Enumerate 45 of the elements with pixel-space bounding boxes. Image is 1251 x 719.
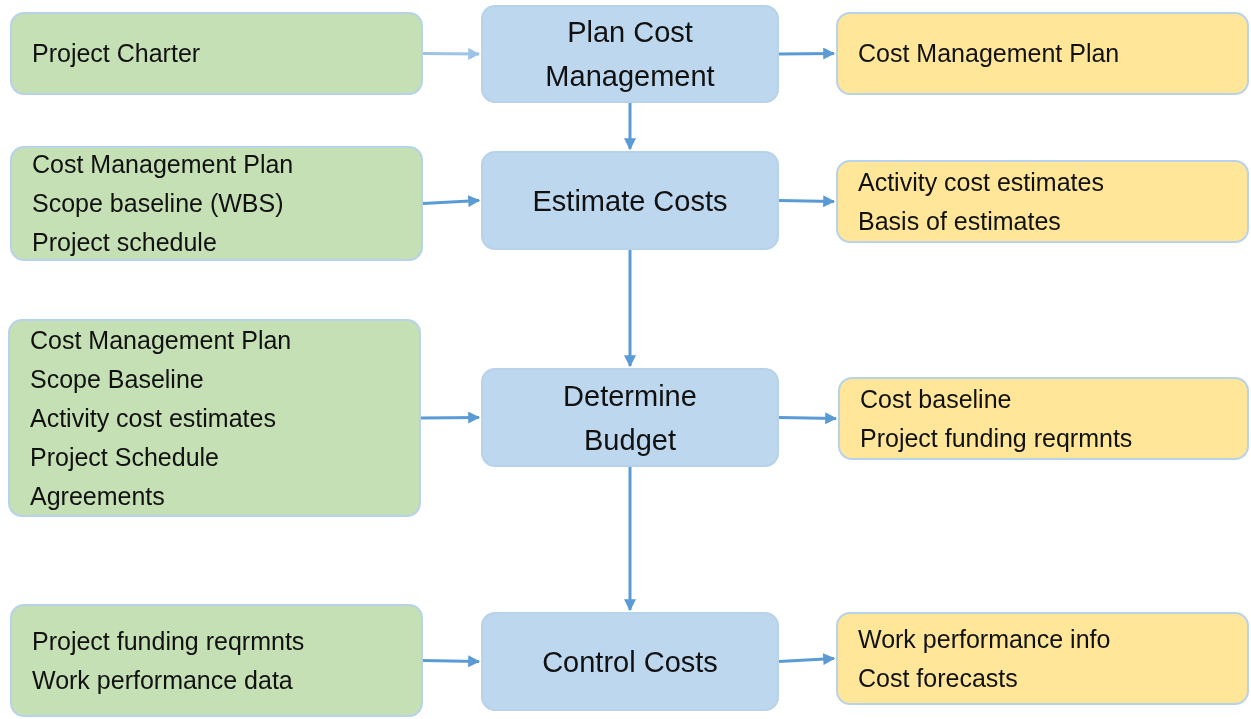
list-item: Scope Baseline [30, 363, 204, 395]
list-item: Activity cost estimates [858, 166, 1104, 198]
input-box [10, 146, 423, 261]
list-item: Cost Management Plan [30, 324, 292, 356]
list-item: Cost baseline [860, 383, 1012, 415]
list-item: Scope baseline (WBS) [32, 188, 284, 219]
arrow [779, 47, 836, 60]
list-item: Cost Management Plan [32, 149, 294, 180]
process-label: Determine Budget [562, 378, 698, 458]
arrow [422, 195, 481, 208]
list-item: Agreements [30, 480, 165, 512]
list-item: Project Charter [32, 38, 201, 69]
list-item: Work performance info [858, 623, 1111, 655]
list-item: Project schedule [32, 227, 217, 258]
arrow [778, 653, 836, 666]
arrow [422, 655, 481, 668]
process-box [481, 151, 779, 250]
arrow [778, 412, 838, 425]
process-label: Estimate Costs [532, 183, 728, 219]
process-box [481, 612, 779, 711]
list-item: Work performance data [32, 664, 293, 696]
list-item: Activity cost estimates [30, 402, 276, 434]
arrow [778, 195, 836, 208]
output-box [836, 612, 1249, 705]
output-box [836, 160, 1249, 243]
process-label: Plan Cost Management [544, 15, 716, 94]
process-box [481, 368, 779, 467]
process-box [481, 5, 779, 103]
list-item: Project funding reqrmnts [860, 422, 1133, 454]
arrow [624, 250, 636, 368]
output-box [838, 377, 1249, 460]
arrow [421, 411, 481, 424]
arrow [624, 467, 636, 612]
arrow [624, 103, 636, 151]
output-box [836, 12, 1249, 95]
list-item: Basis of estimates [858, 205, 1061, 237]
list-item: Cost Management Plan [858, 38, 1120, 69]
input-box [10, 12, 423, 95]
input-box [8, 319, 421, 517]
list-item: Project funding reqrmnts [32, 625, 305, 657]
arrow [423, 47, 481, 60]
list-item: Project Schedule [30, 441, 219, 473]
process-label: Control Costs [542, 644, 718, 680]
list-item: Cost forecasts [858, 662, 1018, 694]
input-box [10, 604, 423, 717]
